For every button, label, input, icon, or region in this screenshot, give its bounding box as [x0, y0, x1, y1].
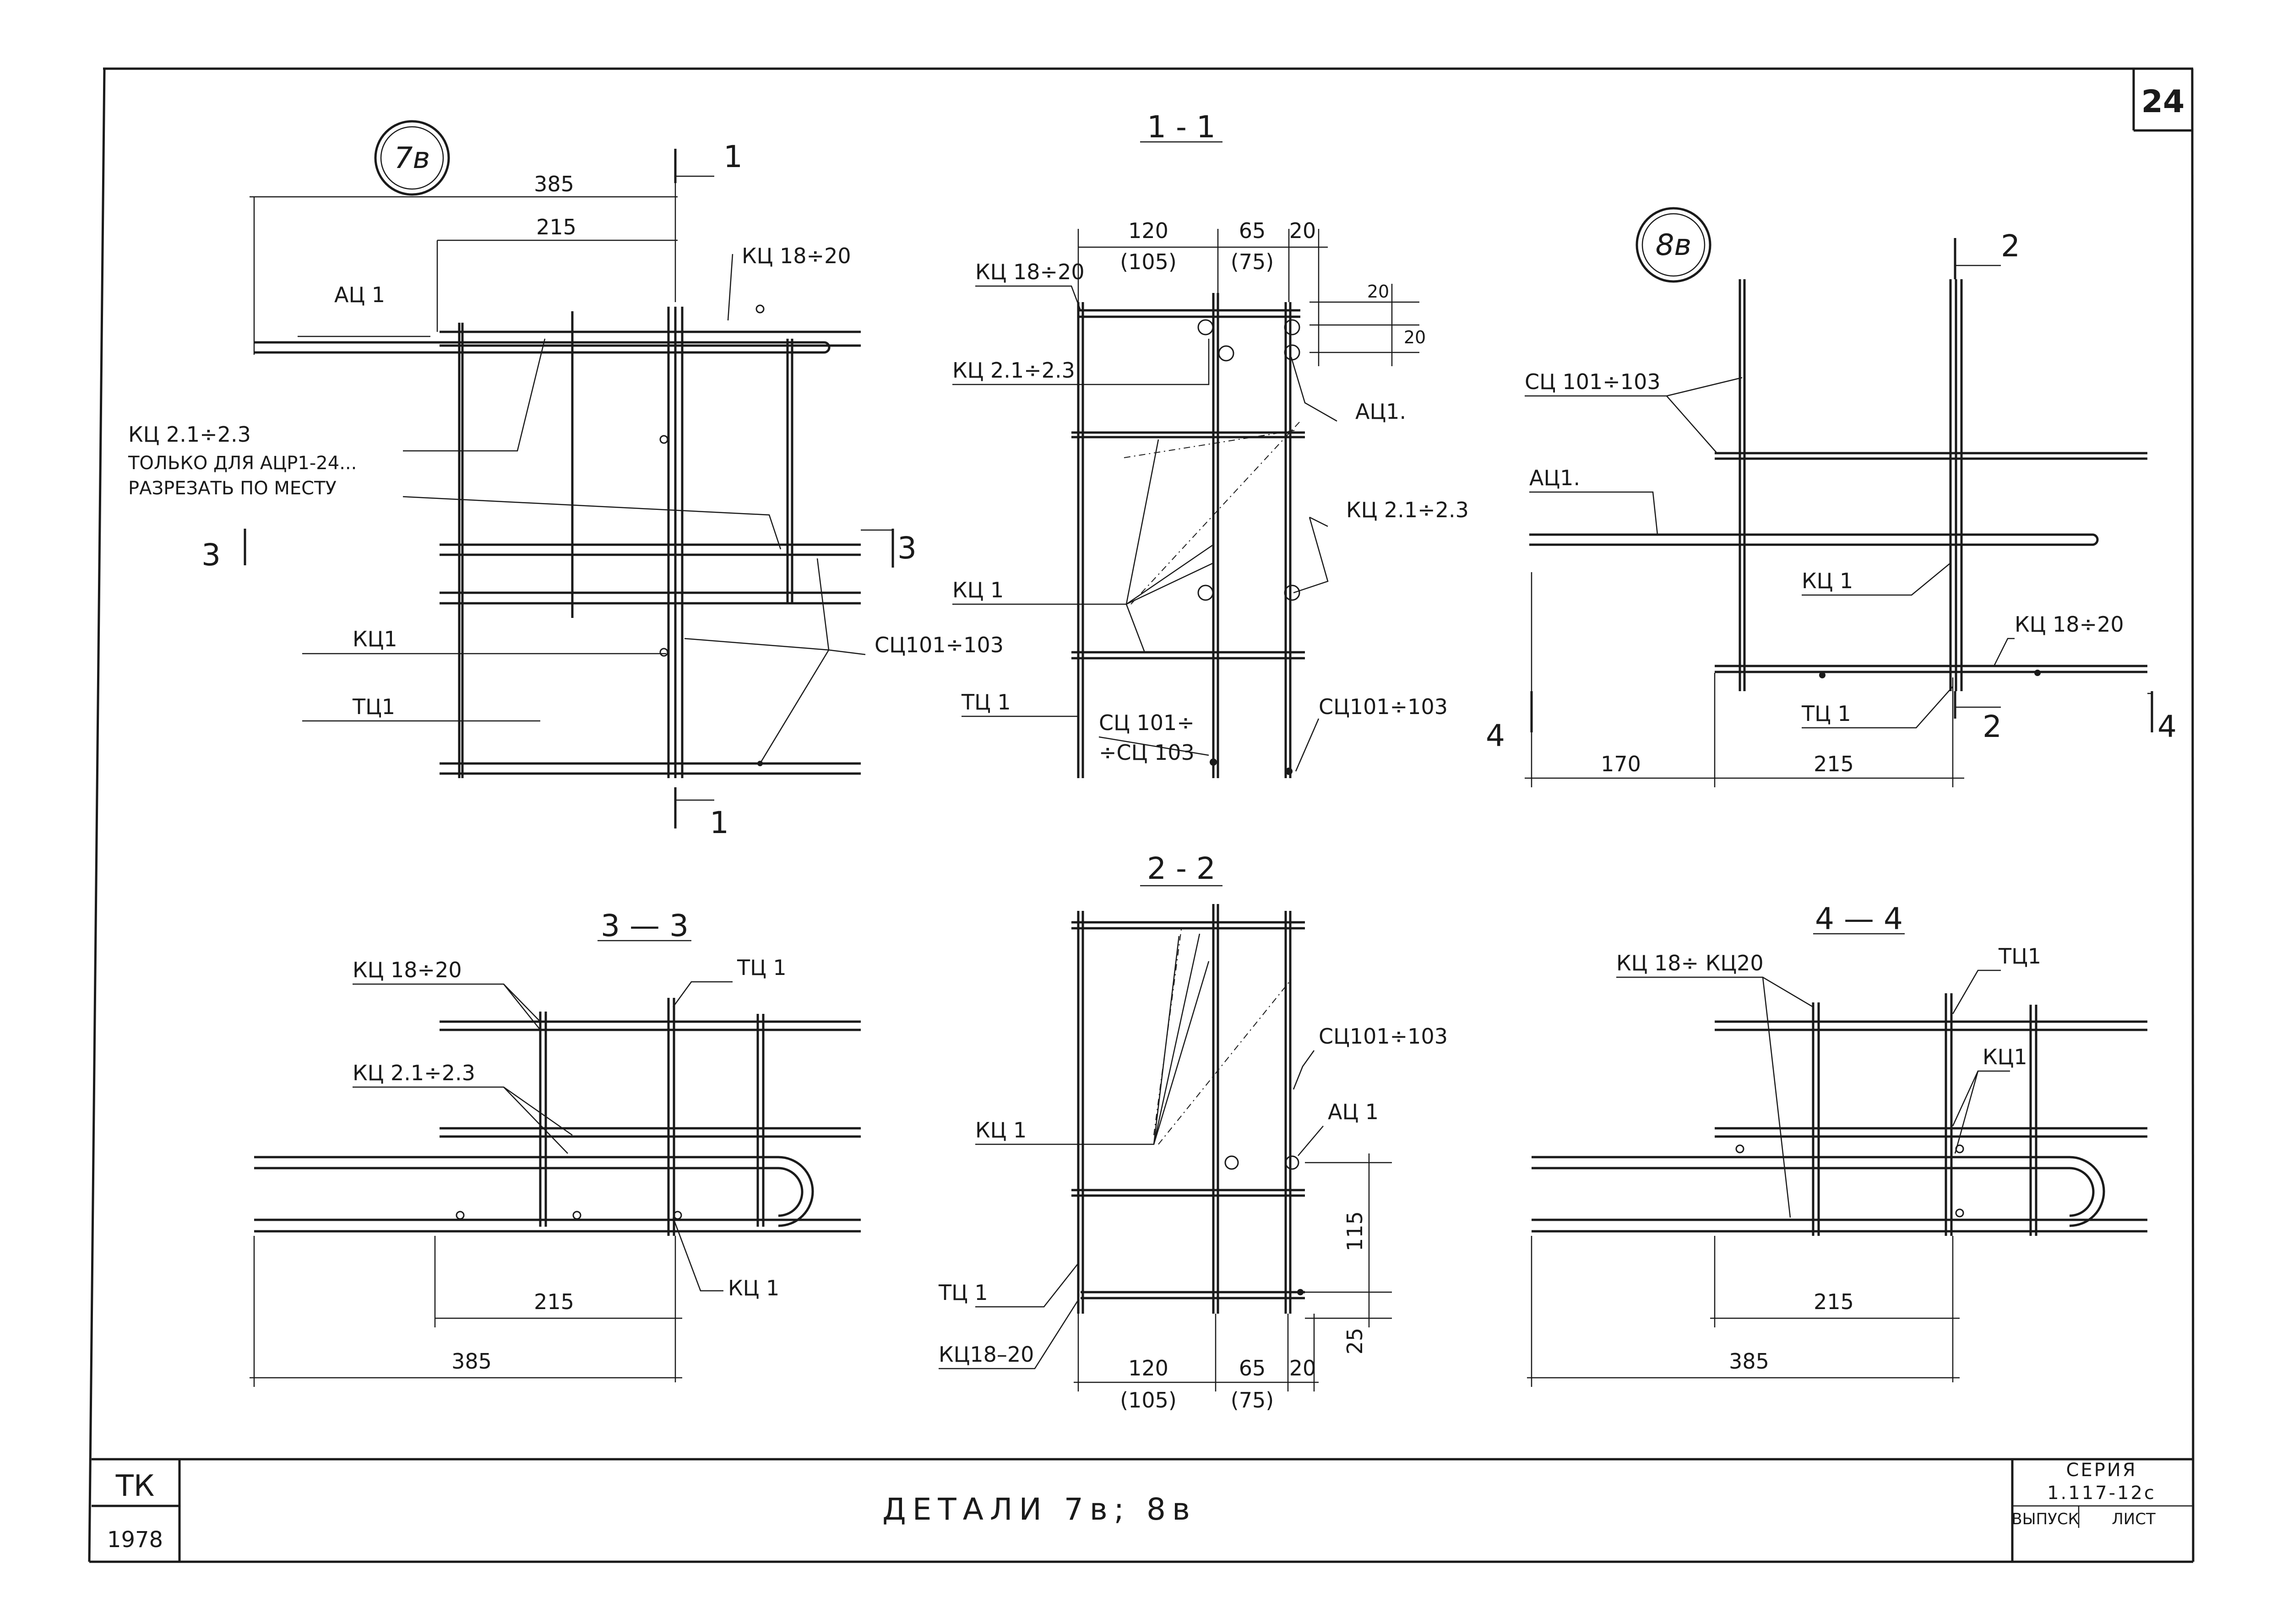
sheet-title: ДЕТАЛИ 7в; 8в	[882, 1492, 1196, 1527]
dim-215-s33: 215	[534, 1289, 574, 1314]
series-label: СЕРИЯ	[2066, 1460, 2137, 1481]
label-kc1-s33: КЦ 1	[728, 1276, 779, 1300]
section-3-3-title: 3 — 3	[601, 908, 689, 943]
dim-20b-s11: 20	[1404, 327, 1426, 347]
cut-2-top: 2	[2001, 228, 2020, 264]
stamp-year: 1978	[107, 1527, 163, 1553]
dim-120-s22: 120	[1128, 1356, 1168, 1380]
section-3-3	[250, 940, 861, 1387]
label-ac1-8v: АЦ1.	[1529, 466, 1580, 490]
sheet-frame	[88, 67, 2195, 1563]
label-sc101b-s11: ÷СЦ 103	[1099, 740, 1195, 765]
label-kc21-s11: КЦ 2.1÷2.3	[952, 358, 1075, 383]
dim-215-8v: 215	[1814, 752, 1854, 776]
label-kc1-s11: КЦ 1	[952, 578, 1004, 602]
label-ac1-s22: АЦ 1	[1328, 1099, 1379, 1124]
dim-105-s22: (105)	[1120, 1388, 1177, 1413]
label-ac1-s11: АЦ1.	[1355, 399, 1406, 424]
label-tc1-s33: ТЦ 1	[737, 955, 787, 980]
label-kc18-s22: КЦ18–20	[939, 1342, 1034, 1367]
dim-170-8v: 170	[1601, 752, 1641, 776]
label-tc1-7v: ТЦ1	[352, 694, 395, 719]
label-kc1-s22: КЦ 1	[975, 1118, 1027, 1142]
label-kc18-8v: КЦ 18÷20	[2015, 612, 2124, 637]
label-tc1-8v: ТЦ 1	[1801, 701, 1851, 726]
label-kc1-7v: КЦ1	[353, 627, 397, 651]
section-1-1-title: 1 - 1	[1147, 109, 1216, 145]
label-kc1-s44: КЦ1	[1983, 1045, 2027, 1069]
detail-7v-mark: 7в	[394, 141, 430, 175]
cut-2-bottom: 2	[1983, 709, 2002, 744]
label-ac1-7v: АЦ 1	[334, 282, 385, 307]
label-sc101a-s11: СЦ 101÷	[1099, 710, 1195, 735]
label-note2-7v: РАЗРЕЗАТЬ ПО МЕСТУ	[128, 478, 337, 499]
detail-8v-mark: 8в	[1656, 228, 1691, 262]
dim-75-s22: (75)	[1231, 1388, 1274, 1413]
dim-105-s11: (105)	[1120, 249, 1177, 274]
label-kc18-s33: КЦ 18÷20	[353, 958, 462, 982]
cut-1-top: 1	[723, 139, 743, 174]
label-sc101c-s11: СЦ101÷103	[1319, 694, 1448, 719]
section-1-1	[952, 141, 1419, 778]
label-kc18-7v: КЦ 18÷20	[742, 244, 851, 268]
series-value: 1.117-12с	[2047, 1483, 2156, 1504]
label-sc101-8v: СЦ 101÷103	[1525, 369, 1661, 394]
stamp-tk: ТК	[115, 1469, 155, 1503]
section-4-4-title: 4 — 4	[1815, 901, 1903, 937]
label-kc21b-s11: КЦ 2.1÷2.3	[1346, 498, 1469, 522]
label-tc1-s22: ТЦ 1	[938, 1280, 988, 1305]
dim-20a-s11: 20	[1367, 281, 1389, 302]
cut-4-left: 4	[1486, 718, 1505, 753]
sheet-number: 24	[2141, 84, 2185, 120]
dim-65-s11: 65	[1239, 218, 1266, 243]
label-kc21-7v: КЦ 2.1÷2.3	[128, 422, 251, 447]
label-sc101-s22: СЦ101÷103	[1319, 1024, 1448, 1049]
dim-215: 215	[536, 215, 576, 239]
label-tc1-s44: ТЦ1	[1998, 944, 2041, 969]
dim-25-s22: 25	[1342, 1328, 1367, 1355]
dim-215-s44: 215	[1814, 1289, 1854, 1314]
dim-65-s22: 65	[1239, 1356, 1266, 1380]
cut-3-left: 3	[201, 537, 221, 573]
dim-20-s22: 20	[1289, 1356, 1316, 1380]
label-note1-7v: ТОЛЬКО ДЛЯ АЦР1-24...	[128, 453, 357, 474]
cut-3-right: 3	[897, 531, 917, 566]
cut-1-bottom: 1	[710, 805, 729, 840]
detail-8v-plan	[1525, 207, 2153, 787]
label-tc1-s11: ТЦ 1	[961, 690, 1011, 715]
label-kc18-s11: КЦ 18÷20	[975, 260, 1085, 284]
dim-20-s11: 20	[1289, 218, 1316, 243]
section-4-4	[1527, 933, 2147, 1387]
dim-385-s44: 385	[1729, 1349, 1769, 1374]
sheet-label: ЛИСТ	[2112, 1510, 2156, 1528]
label-kc18-s44: КЦ 18÷ КЦ20	[1616, 951, 1764, 975]
detail-7v-plan	[244, 120, 894, 828]
label-kc21-s33: КЦ 2.1÷2.3	[353, 1061, 475, 1085]
label-sc101-7v: СЦ101÷103	[875, 633, 1004, 657]
label-kc1-8v: КЦ 1	[1802, 568, 1853, 593]
dim-120-s11: 120	[1128, 218, 1168, 243]
section-2-2	[939, 885, 1392, 1391]
section-2-2-title: 2 - 2	[1147, 851, 1216, 886]
dim-385-s33: 385	[451, 1349, 492, 1374]
dim-75-s11: (75)	[1231, 249, 1274, 274]
cut-4-right: 4	[2157, 709, 2177, 744]
dim-115-s22: 115	[1342, 1211, 1367, 1251]
dim-385: 385	[534, 172, 574, 196]
issue-label: ВЫПУСК	[2011, 1510, 2079, 1528]
